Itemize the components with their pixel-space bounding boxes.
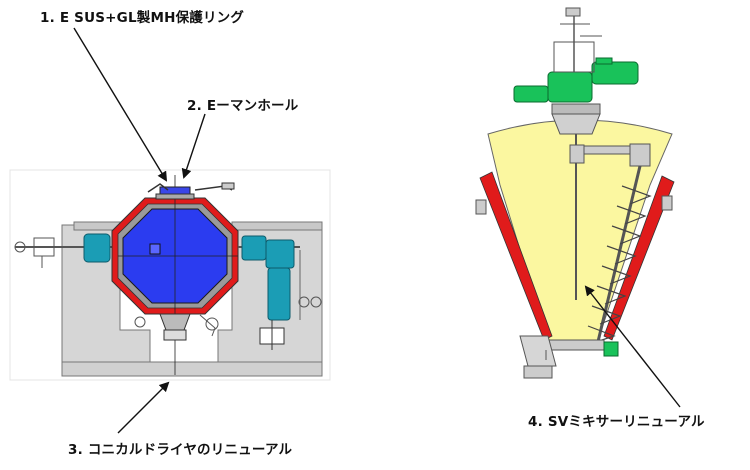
support-lug-left xyxy=(475,199,487,215)
shaft-hub xyxy=(569,144,585,164)
left-rotary-joint xyxy=(33,237,55,257)
callout-label-4: 4. SVミキサーリニューアル xyxy=(528,414,705,430)
sampling-pipe xyxy=(199,314,216,337)
rotary-joint-top xyxy=(565,7,581,17)
cone-liner-right xyxy=(603,175,675,341)
sv-mixer xyxy=(475,7,675,379)
gearbox-extension xyxy=(513,85,549,103)
right-trunnion-frame xyxy=(231,221,323,231)
drive-motor-green xyxy=(591,61,639,85)
callout-arrow-1 xyxy=(73,27,168,182)
top-gear-housing xyxy=(551,113,601,135)
manhole-hinge xyxy=(147,183,169,193)
screw-flights xyxy=(587,185,652,343)
motor-terminal xyxy=(595,57,613,65)
callout-label-1: 1. E SUS+GL製MH保護リング xyxy=(40,10,245,26)
callout-label-2: 2. Eーマンホール xyxy=(187,98,299,114)
left-valve xyxy=(14,241,26,253)
callout-label-3: 3. コニカルドライヤのリニューアル xyxy=(68,442,293,458)
manhole-handle xyxy=(221,182,235,190)
double-cone-dryer xyxy=(9,169,331,381)
base-beam xyxy=(61,361,323,377)
sampling-valve xyxy=(205,317,219,331)
gear-reducer xyxy=(265,239,295,269)
main-gearbox xyxy=(547,71,593,103)
orbit-gear xyxy=(629,143,651,167)
vessel-sight-port xyxy=(149,243,161,255)
callout-arrow-2 xyxy=(181,113,206,179)
drawing-frame xyxy=(9,169,331,381)
drive-motor xyxy=(267,267,291,321)
discharge-valve xyxy=(163,329,187,341)
discharge-handwheel-left xyxy=(134,316,146,328)
bottom-bearing xyxy=(603,341,619,357)
discharge-valve-mixer xyxy=(523,365,553,379)
cone-liner-left xyxy=(479,171,553,341)
top-cover-plate xyxy=(551,103,601,115)
left-bearing-housing xyxy=(83,233,111,263)
left-trunnion-frame xyxy=(73,221,121,231)
screw-shaft xyxy=(594,165,642,351)
discharge-nozzle xyxy=(159,313,191,331)
manhole-ring xyxy=(155,193,195,200)
right-valve-2 xyxy=(310,296,322,308)
support-lug-right xyxy=(661,195,673,211)
callout-arrow-3 xyxy=(117,381,170,434)
callout-arrow-4 xyxy=(584,285,681,408)
right-bearing-housing xyxy=(241,235,267,261)
discharge-chute xyxy=(519,335,557,367)
cone-body xyxy=(487,119,673,341)
right-valve-1 xyxy=(298,296,310,308)
bottom-flange xyxy=(543,339,605,351)
